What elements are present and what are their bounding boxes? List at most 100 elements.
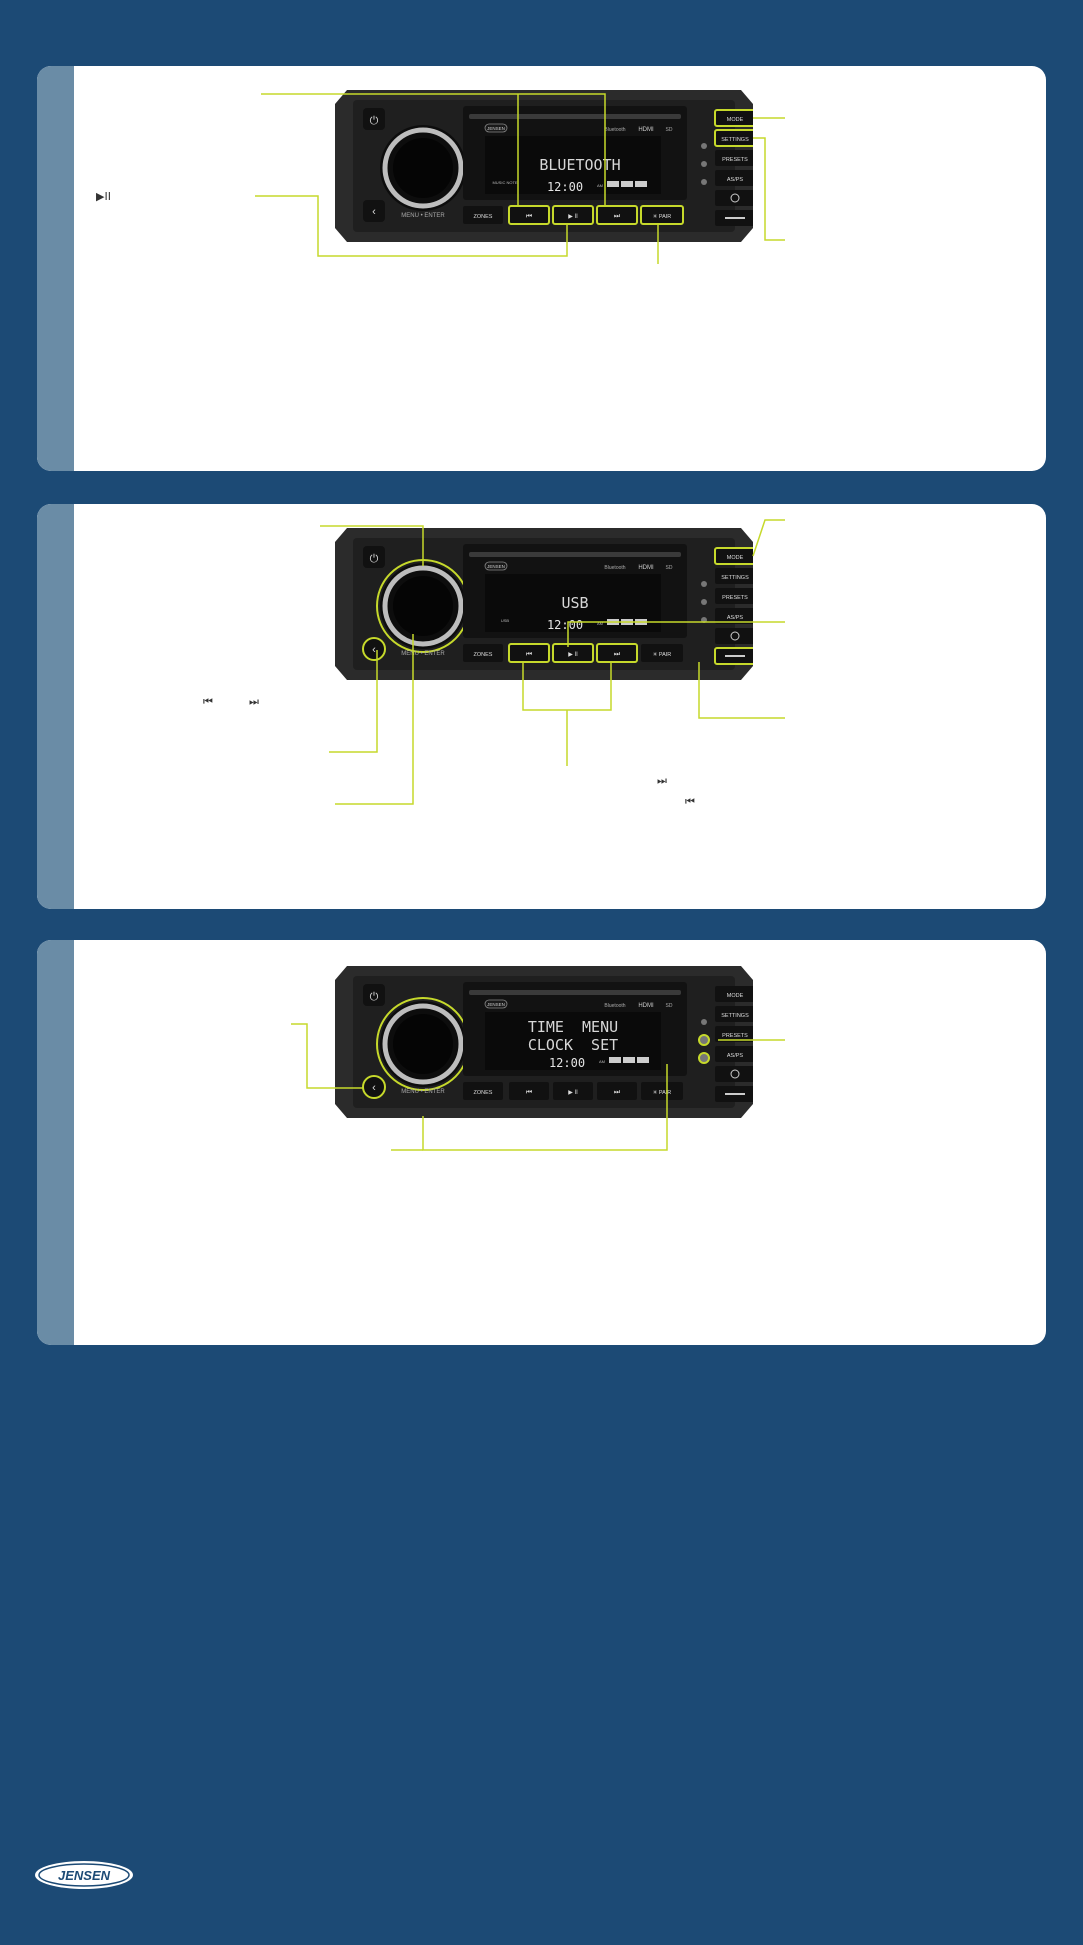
- panel-clock: ⏻ ‹ MENU • ENTER JENSEN Bluetooth HDMI S…: [37, 940, 1046, 1345]
- indicator-led-highlight-2: [698, 1052, 710, 1064]
- bluetooth-mark: Bluetooth: [604, 1003, 625, 1009]
- lcd-am: AM: [597, 621, 603, 626]
- bluetooth-mark: Bluetooth: [604, 565, 625, 571]
- sd-mark: SD: [666, 127, 673, 133]
- disc-slot: [469, 990, 681, 995]
- prev-track-icon: ⏮: [526, 1089, 532, 1096]
- aux-button[interactable]: [715, 628, 753, 644]
- disc-slot: [469, 552, 681, 557]
- lcd-line-1: TIME MENU: [528, 1018, 618, 1036]
- lcd-line-1: USB: [561, 594, 588, 612]
- back-icon: ‹: [372, 206, 376, 218]
- aux-icon: [730, 1069, 740, 1079]
- settings-button[interactable]: [714, 129, 753, 147]
- pair-button-label: ✳ PAIR: [653, 651, 672, 658]
- hdmi-mark: HDMI: [638, 1003, 654, 1009]
- sd-mark: SD: [666, 565, 673, 571]
- radio-unit: ⏻ ‹ MENU • ENTER JENSEN Bluetooth HDMI S…: [335, 528, 753, 680]
- zones-button-label: ZONES: [474, 1090, 493, 1096]
- lcd-clock: 12:00: [547, 618, 583, 632]
- presets-button[interactable]: [715, 150, 753, 166]
- aux-icon: [730, 193, 740, 203]
- asps-button[interactable]: [715, 608, 753, 624]
- zones-button-label: ZONES: [474, 214, 493, 220]
- knob-label: MENU • ENTER: [401, 213, 445, 219]
- asps-button-label: AS/PS: [727, 177, 744, 183]
- mode-button[interactable]: [714, 109, 753, 127]
- next-track-icon: ⏭: [614, 1089, 621, 1096]
- radio-unit: ⏻ ‹ MENU • ENTER JENSEN Bluetooth HDMI S…: [335, 90, 753, 242]
- next-glyph-label-2: ⏭: [657, 774, 667, 787]
- back-icon: ‹: [372, 644, 376, 656]
- asps-button[interactable]: [715, 170, 753, 186]
- panel-stage: ⏻ ‹ MENU • ENTER JENSEN Bluetooth HDMI S…: [37, 940, 1046, 1345]
- lcd-source-icon: USB: [501, 618, 510, 623]
- knob-label: MENU • ENTER: [401, 651, 445, 657]
- radio-unit: ⏻ ‹ MENU • ENTER JENSEN Bluetooth HDMI S…: [335, 966, 753, 1118]
- asps-button-label: AS/PS: [727, 615, 744, 621]
- lcd-clock: 12:00: [547, 180, 583, 194]
- knob-label: MENU • ENTER: [401, 1089, 445, 1095]
- next-track-button[interactable]: [596, 205, 638, 225]
- presets-button[interactable]: [715, 588, 753, 604]
- lcd-line-1: BLUETOOTH: [539, 156, 620, 174]
- zones-button-label: ZONES: [474, 652, 493, 658]
- panel-side-strip: [37, 940, 74, 1345]
- hdmi-mark: HDMI: [638, 565, 654, 571]
- power-button[interactable]: [363, 984, 385, 1006]
- panel-stage: ⏻ ‹ MENU • ENTER JENSEN Bluetooth HDMI S…: [37, 504, 1046, 909]
- brand-badge-text: JENSEN: [487, 1002, 505, 1007]
- brand-badge: [484, 999, 508, 1009]
- back-button[interactable]: [362, 1075, 386, 1099]
- next-track-icon: ⏭: [614, 213, 621, 220]
- settings-button-label: SETTINGS: [721, 575, 749, 581]
- bluetooth-mark: Bluetooth: [604, 127, 625, 133]
- pair-button[interactable]: [640, 205, 684, 225]
- settings-button[interactable]: [715, 1006, 753, 1022]
- mode-button-label: MODE: [727, 117, 744, 123]
- settings-button[interactable]: [715, 568, 753, 584]
- power-icon: ⏻: [370, 553, 379, 565]
- settings-button-label: SETTINGS: [721, 137, 749, 143]
- mode-button[interactable]: [715, 986, 753, 1002]
- back-icon: ‹: [372, 1082, 376, 1094]
- lcd-source-icon: MUSIC NOTE: [492, 180, 517, 185]
- disc-slot: [469, 114, 681, 119]
- volume-knob[interactable]: [382, 565, 464, 647]
- panel-bluetooth: ⏻ ‹ MENU • ENTER JENSEN Bluetooth HDMI S…: [37, 66, 1046, 471]
- pair-button[interactable]: [641, 644, 683, 662]
- pair-button-label: ✳ PAIR: [653, 213, 672, 220]
- asps-button[interactable]: [715, 1046, 753, 1062]
- play-pause-icon: ▶ II: [568, 1090, 578, 1096]
- lcd-am: AM: [599, 1059, 605, 1064]
- panel-stage: ⏻ ‹ MENU • ENTER JENSEN Bluetooth HDMI S…: [37, 66, 1046, 471]
- power-icon: ⏻: [370, 991, 379, 1003]
- panel-usb: ⏻ ‹ MENU • ENTER JENSEN Bluetooth HDMI S…: [37, 504, 1046, 909]
- mode-button[interactable]: [714, 547, 753, 565]
- aux-button[interactable]: [715, 1066, 753, 1082]
- zones-button[interactable]: [463, 644, 503, 662]
- brand-badge-text: JENSEN: [487, 126, 505, 131]
- panel-side-strip: [37, 66, 74, 471]
- jensen-logo: JENSEN: [35, 1861, 133, 1889]
- prev-glyph-label: ⏮: [203, 695, 213, 708]
- presets-button[interactable]: [715, 1026, 753, 1042]
- indicator-led-highlight: [698, 1034, 710, 1046]
- aux-button[interactable]: [715, 190, 753, 206]
- settings-button-label: SETTINGS: [721, 1013, 749, 1019]
- prev-track-icon: ⏮: [526, 213, 532, 220]
- presets-button-label: PRESETS: [722, 1033, 748, 1039]
- jensen-logo-text: JENSEN: [58, 1868, 111, 1883]
- asps-button-label: AS/PS: [727, 1053, 744, 1059]
- mode-button-label: MODE: [727, 555, 744, 561]
- mode-button-label: MODE: [727, 993, 744, 999]
- sd-mark: SD: [666, 1003, 673, 1009]
- presets-button-label: PRESETS: [722, 157, 748, 163]
- play-pause-icon: ▶ II: [568, 652, 578, 658]
- next-glyph-label: ⏭: [249, 695, 259, 708]
- lcd-am: AM: [597, 183, 603, 188]
- power-icon: ⏻: [370, 115, 379, 127]
- pair-button-label: ✳ PAIR: [653, 1089, 672, 1096]
- next-track-icon: ⏭: [614, 651, 621, 658]
- brand-badge-text: JENSEN: [487, 564, 505, 569]
